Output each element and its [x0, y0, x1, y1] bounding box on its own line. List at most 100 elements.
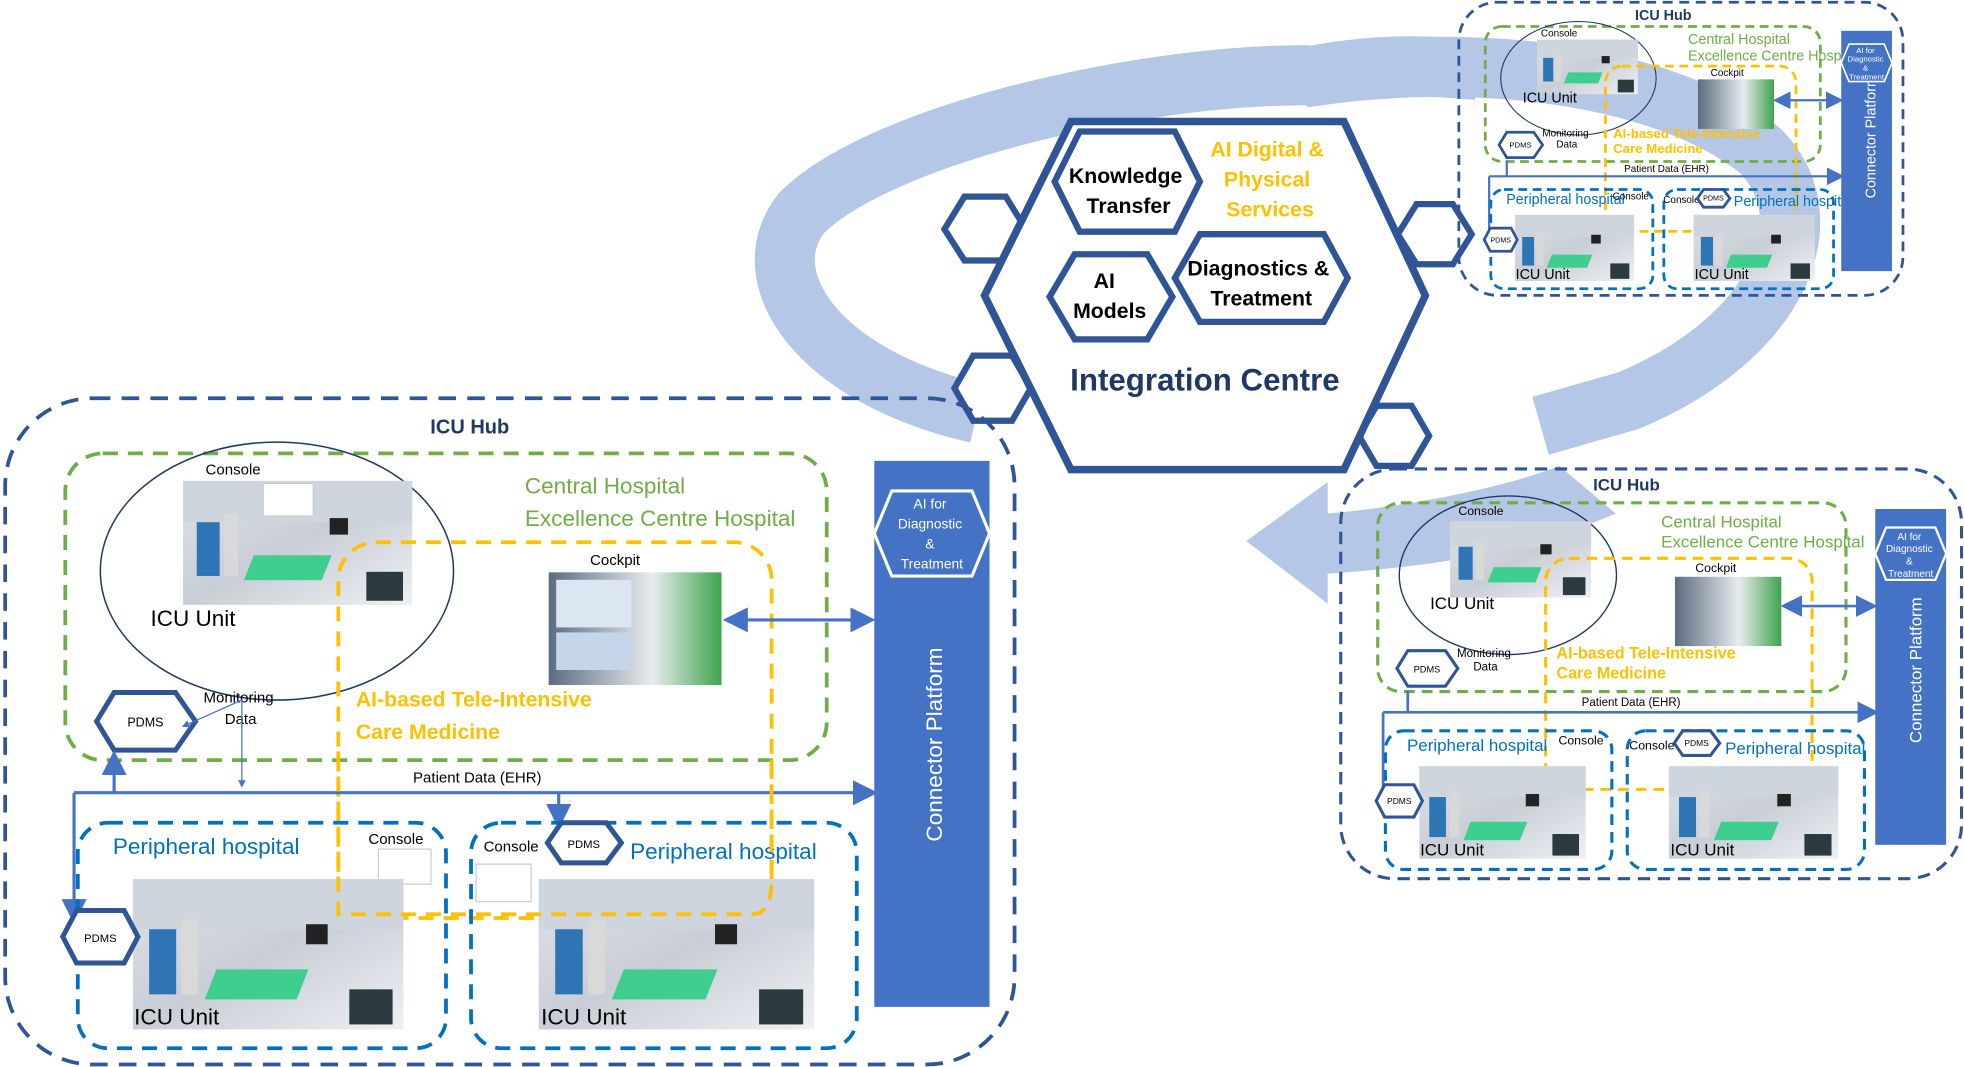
pdms-label: PDMS — [1414, 664, 1441, 674]
pdms-hexagon — [1497, 130, 1545, 159]
peripheral-hospital-label: Peripheral hospital — [1407, 736, 1547, 755]
console-label: Console — [1613, 191, 1650, 202]
ampersand-label: & — [1906, 556, 1913, 567]
tele-icu-label-line2: Care Medicine — [356, 720, 500, 744]
icu-hub-main: ICU Hub Central Hospital Excellence Cent… — [3, 396, 1017, 1067]
console-label: Console — [1558, 734, 1603, 748]
peripheral-hospital-boundary — [1383, 729, 1614, 871]
svg-text:Monitoring Data: Monitoring Data — [203, 690, 277, 728]
hub-boundary — [1339, 467, 1964, 881]
integration-centre-title: Integration Centre — [1070, 363, 1340, 398]
connector-platform-label: Connector Platform — [1863, 75, 1879, 198]
transfer-label: Transfer — [1087, 194, 1171, 218]
svg-text:AI for Diagnostic: AI for Diagnostic & Treatment — [1886, 532, 1935, 580]
ai-for-diagnostic-hexagon — [1874, 526, 1948, 582]
svg-text:Central Hospital Excelle: Central Hospital Excellence Centre Hospi… — [1661, 512, 1864, 551]
diagnostic-label: Diagnostic — [898, 516, 962, 531]
icu-unit-label: ICU Unit — [1695, 267, 1749, 283]
tele-icu-label-line2: Care Medicine — [1556, 664, 1666, 682]
svg-text:AI-based Tele-Intensive: AI-based Tele-Intensive Care Medicine — [1556, 644, 1740, 682]
cycle-ring-arrow — [754, 36, 1821, 604]
ai-for-label: AI for — [914, 496, 947, 511]
peripheral-hospital-label: Peripheral hospital — [1506, 192, 1625, 208]
ai-models-hexagon — [1045, 251, 1176, 343]
excellence-centre-label: Excellence Centre Hospital — [1688, 49, 1860, 65]
integration-centre: Knowledge Transfer AI Models Diagnostics… — [940, 117, 1476, 474]
ampersand-label: & — [925, 537, 934, 552]
pdms-hexagon — [1482, 226, 1519, 253]
svg-text:Central Hospital Excelle: Central Hospital Excellence Centre Hospi… — [1688, 32, 1860, 65]
svg-text:AI Models: AI Models — [1073, 269, 1146, 323]
monitoring-label: Monitoring — [1457, 648, 1511, 660]
cockpit-monitor — [556, 632, 632, 671]
icu-hub-bottom-right: ICU Hub Central Hospital Excellence Cent… — [1339, 467, 1964, 881]
services-label-line3: Services — [1226, 198, 1314, 222]
ai-for-diagnostic-hexagon — [872, 489, 992, 578]
svg-text:AI-based Tele-Intensive: AI-based Tele-Intensive Care Medicine — [1613, 126, 1763, 156]
icu-unit-label: ICU Unit — [134, 1004, 220, 1029]
services-label-line2: Physical — [1224, 168, 1310, 192]
cockpit-image — [1675, 576, 1782, 647]
ampersand-label: & — [1863, 64, 1869, 73]
pdms-label: PDMS — [1490, 236, 1511, 244]
svg-text:AI Digital & Physical: AI Digital & Physical Services — [1210, 138, 1329, 222]
diagnostics-label: Diagnostics & — [1187, 257, 1329, 281]
icu-unit-label: ICU Unit — [1420, 841, 1484, 860]
svg-text:Monitoring Data: Monitoring Data — [1457, 648, 1514, 674]
tele-icu-boundary-extension — [336, 751, 774, 917]
pdms-label: PDMS — [127, 715, 163, 729]
patient-data-label: Patient Data (EHR) — [1582, 697, 1681, 709]
monitoring-label: Monitoring — [1542, 129, 1588, 140]
pdms-label: PDMS — [1509, 141, 1531, 150]
console-screen-image — [262, 482, 314, 517]
peripheral-hospital-label: Peripheral hospital — [630, 839, 817, 864]
svg-text:AI for Diagnostic: AI for Diagnostic & Treatment — [1848, 46, 1886, 81]
pdms-hexagon — [93, 690, 199, 753]
svg-text:Central Hospital Excelle: Central Hospital Excellence Centre Hospi… — [525, 473, 796, 531]
peripheral-hospital-boundary — [1625, 729, 1867, 871]
excellence-centre-label: Excellence Centre Hospital — [1661, 533, 1864, 552]
console-label: Console — [1629, 738, 1674, 752]
svg-text:Diagnostics & Treatment: Diagnostics & Treatment — [1187, 257, 1335, 311]
hub-title: ICU Hub — [1635, 8, 1692, 24]
central-hospital-label: Central Hospital — [1688, 32, 1790, 48]
cockpit-image — [1697, 79, 1775, 129]
tele-icu-label-line1: AI-based Tele-Intensive — [356, 687, 592, 711]
connector-platform-label: Connector Platform — [922, 647, 947, 841]
icu-unit-ellipse — [1398, 495, 1618, 656]
ai-for-diagnostic-hexagon — [1840, 43, 1893, 83]
console-label: Console — [484, 839, 539, 856]
console-label: Console — [1663, 195, 1700, 206]
knowledge-transfer-hexagon — [1051, 128, 1204, 235]
patient-data-label: Patient Data (EHR) — [1624, 164, 1709, 175]
cockpit-monitor — [556, 579, 632, 628]
treatment-label: Treatment — [1888, 569, 1933, 580]
diagnostic-label: Diagnostic — [1848, 55, 1884, 64]
pdms-label: PDMS — [1703, 195, 1724, 203]
ai-for-label: AI for — [1897, 532, 1922, 543]
icu-unit-label: ICU Unit — [1430, 594, 1494, 613]
monitoring-label: Monitoring — [203, 690, 273, 707]
pdms-label: PDMS — [567, 839, 600, 851]
console-label: Console — [206, 462, 261, 479]
hub-title: ICU Hub — [430, 416, 509, 438]
tele-icu-label-line2: Care Medicine — [1613, 141, 1703, 156]
pdms-hexagon — [1695, 188, 1732, 209]
tele-icu-label-line1: AI-based Tele-Intensive — [1556, 644, 1735, 662]
svg-text:AI-based Tele-Intensive: AI-based Tele-Intensive Care Medicine — [356, 687, 598, 744]
peripheral-hospital-boundary — [469, 820, 859, 1051]
peripheral-hospital-boundary — [1489, 188, 1655, 291]
knowledge-label: Knowledge — [1069, 164, 1183, 188]
central-hospital-label: Central Hospital — [1661, 512, 1781, 531]
icu-unit-label: ICU Unit — [1516, 267, 1570, 283]
console-screen-image — [475, 863, 532, 903]
data-label: Data — [1556, 140, 1577, 151]
cockpit-label: Cockpit — [590, 552, 641, 569]
hub-boundary — [1457, 0, 1905, 297]
pdms-hexagon — [59, 907, 141, 966]
svg-text:Knowledge Transfer: Knowledge Transfer — [1069, 164, 1188, 218]
tele-icu-label-line1: AI-based Tele-Intensive — [1613, 126, 1760, 141]
cockpit-label: Cockpit — [1711, 68, 1744, 79]
svg-text:Monitoring Data: Monitoring Data — [1542, 129, 1591, 151]
icu-unit-label: ICU Unit — [541, 1004, 627, 1029]
